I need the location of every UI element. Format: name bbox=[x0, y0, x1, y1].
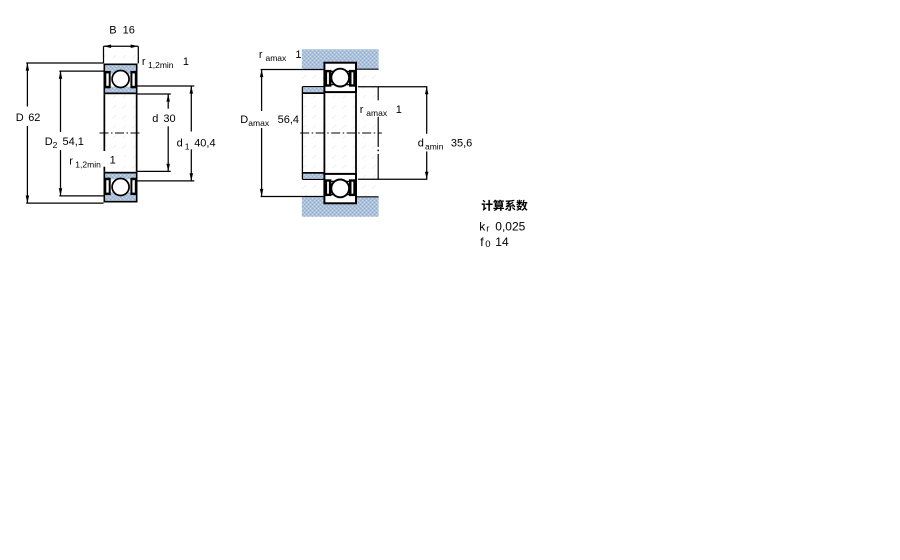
svg-text:r: r bbox=[360, 104, 364, 116]
svg-text:1: 1 bbox=[185, 142, 190, 152]
svg-text:amin: amin bbox=[425, 142, 444, 152]
svg-text:0: 0 bbox=[485, 239, 490, 250]
svg-text:1: 1 bbox=[110, 154, 116, 166]
svg-text:40,4: 40,4 bbox=[194, 138, 215, 150]
svg-text:d: d bbox=[418, 138, 424, 150]
svg-text:62: 62 bbox=[28, 112, 40, 124]
svg-text:1,2min: 1,2min bbox=[148, 60, 174, 70]
svg-text:30: 30 bbox=[163, 113, 175, 125]
svg-text:r: r bbox=[259, 49, 263, 61]
svg-text:D: D bbox=[16, 112, 24, 124]
svg-text:amax: amax bbox=[248, 118, 270, 128]
svg-text:2: 2 bbox=[53, 140, 58, 150]
svg-text:amax: amax bbox=[266, 53, 288, 63]
svg-text:0,025: 0,025 bbox=[495, 220, 525, 234]
svg-text:d: d bbox=[177, 138, 183, 150]
svg-text:1: 1 bbox=[396, 104, 402, 116]
svg-text:1: 1 bbox=[183, 56, 189, 68]
svg-text:r: r bbox=[69, 156, 73, 168]
svg-text:B: B bbox=[109, 25, 116, 37]
svg-text:D: D bbox=[45, 136, 53, 148]
svg-text:amax: amax bbox=[366, 108, 388, 118]
svg-text:14: 14 bbox=[495, 235, 509, 249]
svg-text:56,4: 56,4 bbox=[278, 114, 299, 126]
svg-text:D: D bbox=[240, 114, 248, 126]
svg-text:35,6: 35,6 bbox=[451, 138, 472, 150]
svg-text:f: f bbox=[480, 235, 484, 249]
svg-text:1,2min: 1,2min bbox=[75, 160, 101, 170]
svg-text:16: 16 bbox=[123, 25, 135, 37]
svg-text:r: r bbox=[486, 224, 489, 235]
svg-text:r: r bbox=[142, 56, 146, 68]
svg-text:54,1: 54,1 bbox=[63, 136, 84, 148]
svg-text:k: k bbox=[479, 220, 486, 234]
svg-text:d: d bbox=[152, 113, 158, 125]
svg-text:1: 1 bbox=[295, 49, 301, 61]
